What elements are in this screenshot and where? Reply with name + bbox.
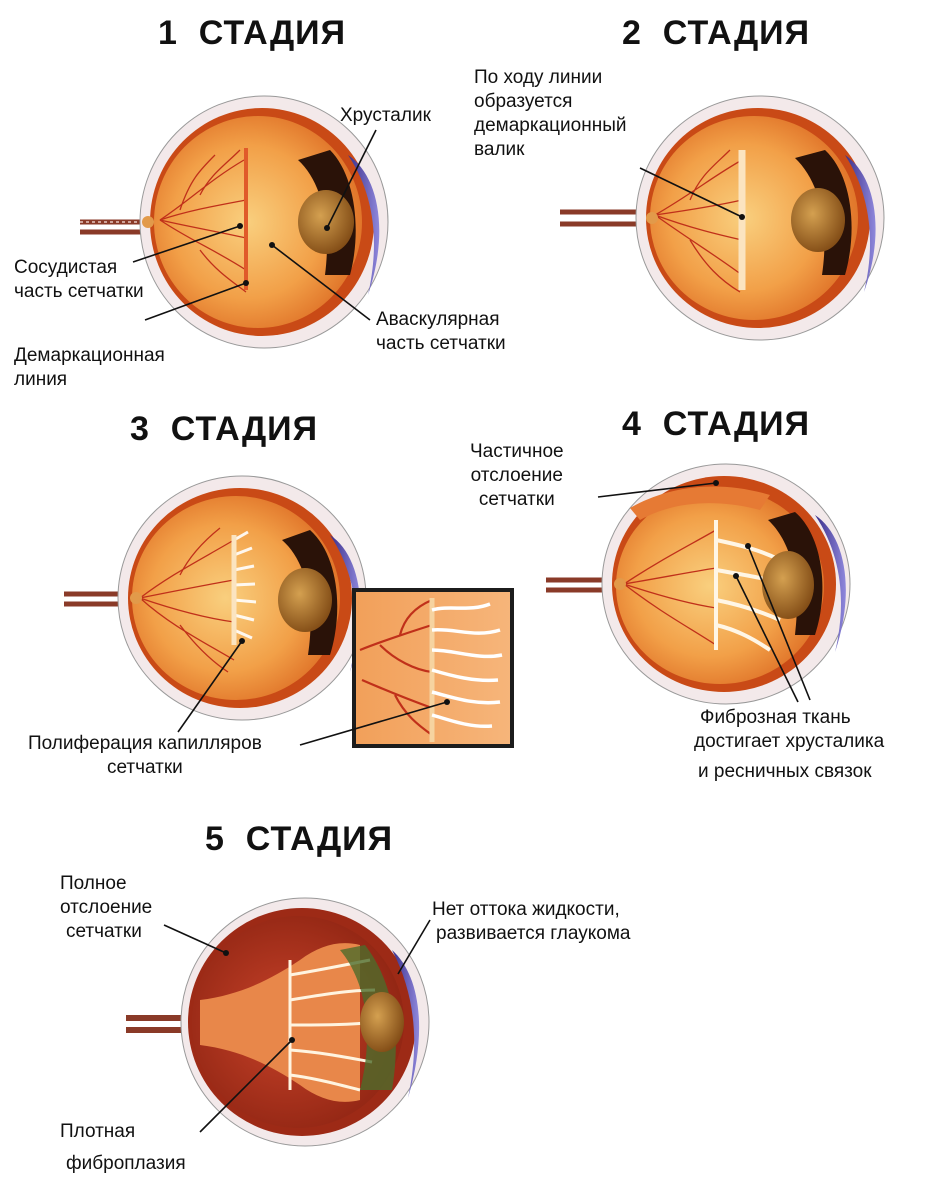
label-glaucoma: Нет оттока жидкости, развивается глауком… — [432, 898, 630, 946]
label-line: Полиферация капилляров — [28, 733, 262, 754]
stage-2-title: 2 СТАДИЯ — [622, 14, 811, 52]
label-line: Частичное — [470, 441, 564, 462]
label-line: фиброплазия — [66, 1153, 186, 1174]
label-line: валик — [474, 139, 525, 160]
label-line: сетчатки — [66, 921, 142, 942]
stage-3-inset — [352, 588, 514, 748]
label-line: Сосудистая — [14, 257, 118, 278]
eye-stage-1 — [80, 95, 389, 349]
eye-stage-3 — [64, 475, 367, 721]
label-line: часть сетчатки — [376, 333, 506, 354]
label-line: сетчатки — [478, 489, 555, 510]
label-fibrous-tissue: Фиброзная ткань достигает хрусталика и р… — [694, 706, 884, 784]
label-line: Плотная — [60, 1121, 136, 1142]
label-line: отслоение — [470, 465, 563, 486]
label-full-detachment: Полное отслоение сетчатки — [60, 872, 152, 944]
label-line: Демаркационная — [14, 345, 165, 366]
label-fibroplasia: Плотная фиброплазия — [60, 1120, 186, 1176]
label-line: часть сетчатки — [14, 281, 144, 302]
label-line: Аваскулярная — [376, 309, 500, 330]
label-line: сетчатки — [106, 757, 183, 778]
label-line: линия — [14, 369, 68, 390]
eye-stage-4 — [546, 463, 851, 705]
label-line: отслоение — [60, 897, 153, 918]
label-lens: Хрусталик — [340, 105, 431, 126]
stage-3-title: 3 СТАДИЯ — [130, 410, 319, 448]
label-capillary-proliferation: Полиферация капилляров сетчатки — [28, 732, 262, 780]
label-line: Фиброзная ткань — [700, 707, 851, 728]
label-demarcation-ridge: По ходу линии образуется демаркационный … — [474, 66, 626, 162]
leader-lines — [132, 129, 811, 1133]
label-line: демаркационный — [474, 115, 627, 136]
label-line: образуется — [474, 91, 573, 112]
leader-dots — [223, 214, 751, 1043]
label-demarcation-line: Демаркационная линия — [14, 344, 165, 392]
stage-5-title: 5 СТАДИЯ — [205, 820, 394, 858]
label-vascular-part: Сосудистая часть сетчатки — [14, 256, 144, 304]
label-partial-detachment: Частичное отслоение сетчатки — [470, 440, 564, 512]
stage-1-title: 1 СТАДИЯ — [158, 14, 347, 52]
stage-4-title: 4 СТАДИЯ — [622, 405, 811, 443]
label-line: Нет оттока жидкости, — [432, 899, 620, 920]
eye-stage-5 — [126, 897, 430, 1147]
eye-stage-2 — [560, 95, 885, 341]
label-avascular-part: Аваскулярная часть сетчатки — [376, 308, 506, 356]
label-line: достигает хрусталика — [694, 731, 885, 752]
label-line: и ресничных связок — [698, 761, 872, 782]
label-line: Полное — [60, 873, 127, 894]
label-line: По ходу линии — [474, 67, 603, 88]
label-line: развивается глаукома — [436, 923, 631, 944]
